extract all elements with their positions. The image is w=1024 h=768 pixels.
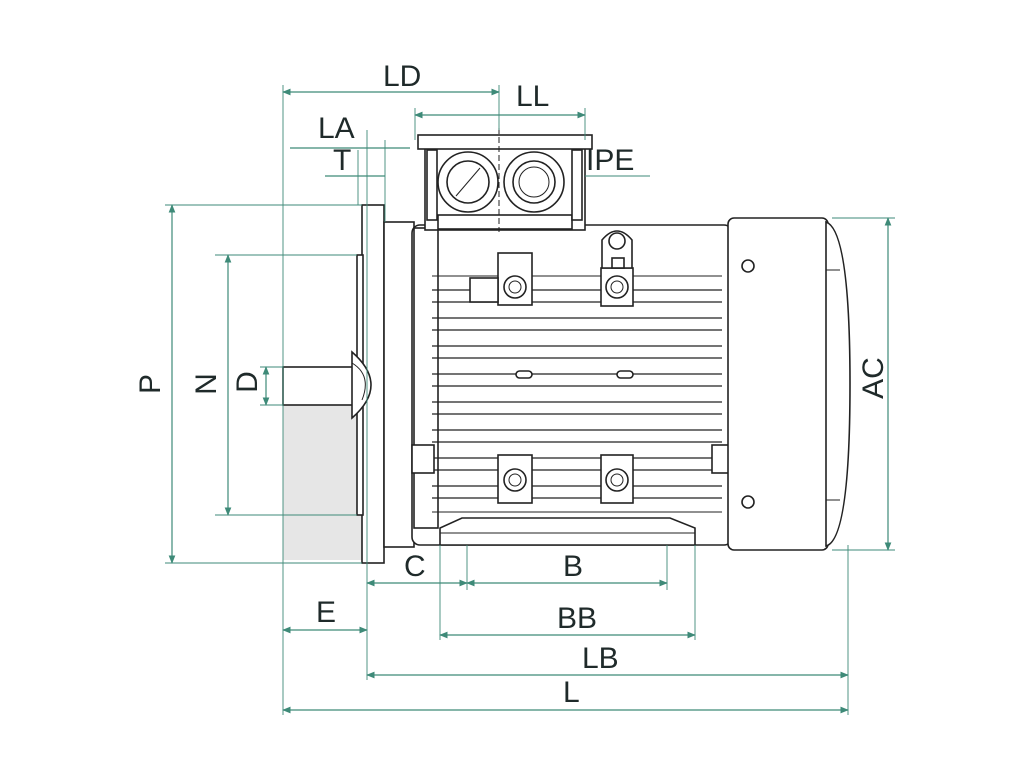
- bolt-boss-upper-left: [497, 252, 533, 306]
- fan-cover: [727, 217, 851, 551]
- label-e: E: [316, 596, 336, 629]
- bolt-boss-lower-right: [600, 454, 634, 504]
- side-pad-left: [411, 444, 435, 474]
- front-endshield: [413, 227, 439, 529]
- label-lb: LB: [582, 642, 619, 675]
- label-ac: AC: [857, 357, 890, 399]
- dimension-labels: LD LL LA T IPE C B E BB LB L P N D AC: [134, 60, 890, 709]
- bolt-boss-lower-left: [497, 454, 533, 504]
- shaft-shading: [283, 405, 363, 560]
- flange-hub: [383, 221, 415, 548]
- shaft-keyway: [351, 362, 366, 401]
- cable-gland-right: [503, 151, 565, 213]
- shaft-shoulder: [351, 350, 372, 420]
- dimension-lines: [165, 85, 895, 715]
- label-l: L: [563, 676, 580, 709]
- cable-gland-left: [437, 151, 499, 213]
- housing-slot-left: [515, 370, 533, 379]
- label-c: C: [404, 550, 426, 583]
- bolt-boss-upper-right: [600, 267, 634, 307]
- label-ipe: IPE: [586, 144, 634, 177]
- motor-outline: [282, 128, 851, 564]
- label-p: P: [134, 374, 167, 394]
- shaft: [282, 366, 364, 406]
- housing-slot-right: [616, 370, 634, 379]
- label-ll: LL: [516, 80, 549, 113]
- motor-foot: [439, 517, 696, 546]
- motor-housing: [411, 224, 733, 546]
- cooling-fins: [432, 275, 722, 513]
- label-bb: BB: [557, 602, 597, 635]
- side-lug: [469, 277, 499, 303]
- label-ld: LD: [383, 60, 421, 93]
- label-n: N: [190, 373, 223, 395]
- label-d: D: [231, 371, 264, 393]
- lifting-eye: [601, 230, 633, 269]
- label-b: B: [563, 550, 583, 583]
- label-t: T: [333, 144, 351, 177]
- label-la: LA: [318, 112, 355, 145]
